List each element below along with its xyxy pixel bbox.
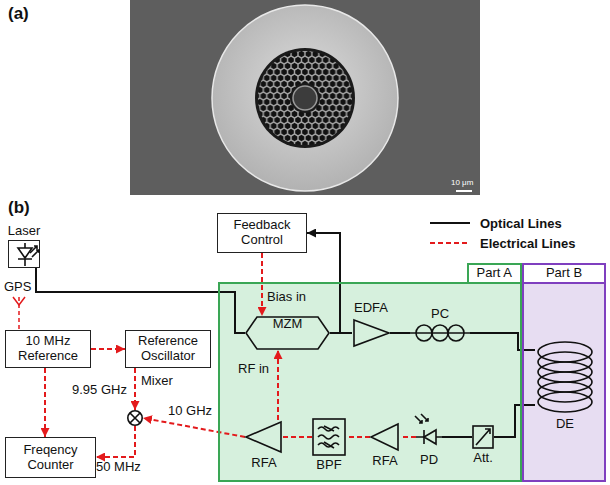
electrical-line xyxy=(44,368,46,437)
filter-box: BPF xyxy=(312,418,346,456)
legend-text: Optical Lines xyxy=(480,216,562,231)
optical-line xyxy=(470,333,535,350)
panel-label: (a) xyxy=(8,4,29,24)
node-label: PC xyxy=(431,307,449,322)
electrical-line xyxy=(143,418,245,437)
legend-line-sample xyxy=(428,236,472,250)
legend-row: Optical Lines xyxy=(428,214,562,232)
node-label: MZM xyxy=(245,316,330,333)
node-label: Att. xyxy=(473,451,493,466)
antenna-label: GPS xyxy=(4,280,31,295)
part-b-ground xyxy=(522,282,606,482)
electrical-line xyxy=(91,348,125,350)
amplifier-triangle-drawing xyxy=(370,422,400,452)
node-label: Laser xyxy=(8,224,41,239)
panel-label: (b) xyxy=(8,198,30,218)
optical-line xyxy=(36,268,245,333)
fiber-micrograph xyxy=(130,0,480,195)
process-box: 10 MHz Reference xyxy=(5,330,91,368)
signal-label: Bias in xyxy=(267,290,306,305)
group-tab: Part A xyxy=(467,263,522,282)
node-label: BPF xyxy=(316,458,341,473)
signal-label: 10 GHz xyxy=(168,404,212,419)
electrical-line xyxy=(283,436,312,438)
group-region: Part BDE xyxy=(522,282,606,482)
legend-row: Electrical Lines xyxy=(428,234,575,252)
attenuator-symbol: Att. xyxy=(472,425,494,449)
mixer-symbol: Mixer xyxy=(127,410,143,426)
fiber-coil: DE xyxy=(535,340,595,415)
electrical-line xyxy=(134,368,136,410)
scale-bar xyxy=(456,190,472,192)
legend-text: Electrical Lines xyxy=(480,236,575,251)
node-label: DE xyxy=(556,417,574,432)
amplifier-triangle: RFA xyxy=(245,420,283,454)
node-label: 10 MHz Reference xyxy=(6,333,90,365)
photodiode-symbol: PD xyxy=(416,423,442,451)
process-box: Freqency Counter xyxy=(5,437,96,478)
electrical-line xyxy=(346,436,370,438)
polarization-controller-drawing xyxy=(410,324,470,342)
node-label: Feedback Control xyxy=(218,217,306,249)
electrical-line xyxy=(261,253,263,316)
legend-line-sample xyxy=(428,216,472,230)
optical-line xyxy=(390,332,410,334)
signal-label: 9.95 GHz xyxy=(72,383,127,398)
electrical-line xyxy=(96,426,135,457)
modulator-hexagon: MZM xyxy=(245,316,330,350)
node-label: Reference Oscillator xyxy=(126,333,210,365)
node-label: Freqency Counter xyxy=(6,442,95,474)
electrical-line xyxy=(277,350,279,420)
electrical-line xyxy=(400,436,416,438)
amplifier-triangle: RFA xyxy=(370,422,400,452)
process-box: Feedback Control xyxy=(217,213,307,253)
part-a-ground xyxy=(218,282,522,482)
amplifier-triangle: EDFA xyxy=(352,318,390,348)
mixer-symbol-drawing xyxy=(127,410,143,426)
photodiode-symbol-drawing xyxy=(416,423,442,451)
amplifier-triangle-drawing xyxy=(245,420,283,454)
filter-box-drawing xyxy=(312,418,346,456)
process-box: Reference Oscillator xyxy=(125,330,211,368)
fiber-coil-drawing xyxy=(535,340,595,415)
laser-source: Laser xyxy=(8,240,40,268)
signal-label: 50 MHz xyxy=(96,460,141,475)
amplifier-triangle-drawing xyxy=(352,318,390,348)
attenuator-symbol-drawing xyxy=(472,425,494,449)
node-label: EDFA xyxy=(354,301,388,316)
signal-label: RF in xyxy=(238,362,269,377)
node-label: RFA xyxy=(251,456,276,471)
node-label: Mixer xyxy=(141,374,173,389)
laser-source-drawing xyxy=(9,241,39,267)
polarization-controller: PC xyxy=(410,324,470,342)
group-region: Part AMZMEDFAPCRFABPFRFAPDAtt. xyxy=(218,282,522,482)
group-tab: Part B xyxy=(522,263,606,282)
optical-line xyxy=(494,405,535,437)
scale-label: 10 μm xyxy=(451,178,473,187)
node-label: RFA xyxy=(372,454,397,469)
optical-line xyxy=(442,436,472,438)
node-label: PD xyxy=(420,453,438,468)
gps-antenna xyxy=(13,297,25,330)
